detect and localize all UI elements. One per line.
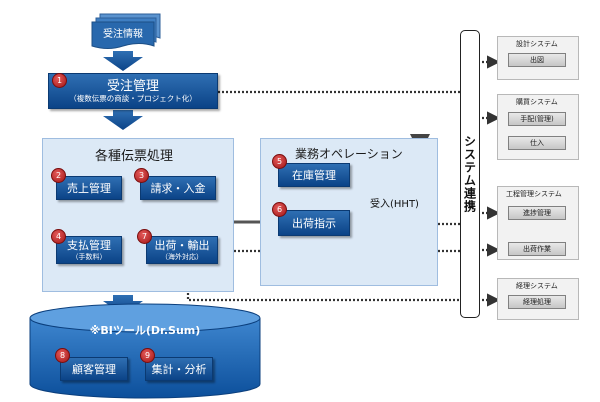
slip-processing-panel: 各種伝票処理 (42, 138, 234, 292)
bi-tool-title: ※BIツール(Dr.Sum) (89, 324, 201, 337)
badge-2: 2 (51, 168, 66, 183)
inventory-management-button[interactable]: 在庫管理 (278, 163, 350, 187)
aggregation-analysis-label: 集計・分析 (151, 363, 207, 376)
badge-5: 5 (272, 154, 287, 169)
design-system-box: 設計システム 出図 (497, 36, 579, 80)
down-arrow-1 (103, 51, 143, 71)
badge-1: 1 (52, 73, 67, 88)
sales-management-label: 売上管理 (67, 182, 111, 195)
order-management-title: 受注管理 (106, 79, 159, 94)
purchasing-system-title: 購買システム (516, 98, 558, 106)
badge-3: 3 (134, 168, 149, 183)
purchasing-system-btn-1[interactable]: 仕入 (508, 136, 566, 150)
hht-receiving-label: 受入(HHT) (370, 199, 419, 210)
process-mgmt-system-btn-0[interactable]: 進捗管理 (508, 206, 566, 220)
badge-8: 8 (55, 348, 70, 363)
system-link-label: システム連携 (462, 135, 477, 213)
shipping-instruction-button[interactable]: 出荷指示 (278, 210, 350, 236)
sales-management-button[interactable]: 売上管理 (56, 176, 122, 200)
business-ops-title: 業務オペレーション (295, 147, 403, 161)
design-system-title: 設計システム (516, 40, 558, 48)
accounting-system-title: 経理システム (516, 282, 558, 290)
aggregation-analysis-button[interactable]: 集計・分析 (145, 357, 213, 381)
payment-management-sub: （手数料） (71, 253, 107, 261)
order-info-document-shape (91, 13, 161, 49)
customer-management-button[interactable]: 顧客管理 (60, 357, 128, 381)
billing-payment-button[interactable]: 請求・入金 (140, 176, 216, 200)
system-link-bar: システム連携 (460, 30, 480, 318)
process-mgmt-system-btn-1[interactable]: 出荷作業 (508, 242, 566, 256)
process-mgmt-system-title: 工程管理システム (506, 190, 562, 198)
inventory-management-label: 在庫管理 (292, 169, 336, 182)
order-management-subtitle: （複数伝票の商談・プロジェクト化） (69, 94, 197, 103)
payment-management-button[interactable]: 支払管理 （手数料） (56, 236, 122, 264)
shipping-export-button[interactable]: 出荷・輸出 （海外対応） (146, 236, 218, 264)
badge-7: 7 (137, 229, 152, 244)
purchasing-system-btn-0[interactable]: 手配(管理) (508, 112, 566, 126)
billing-payment-label: 請求・入金 (150, 182, 206, 195)
order-info-label: 受注情報 (103, 28, 143, 40)
accounting-system-btn-0[interactable]: 経理処理 (508, 295, 566, 309)
process-mgmt-system-box: 工程管理システム 進捗管理 出荷作業 (497, 186, 579, 260)
customer-management-label: 顧客管理 (72, 363, 116, 376)
design-system-btn-0[interactable]: 出図 (508, 53, 566, 67)
down-arrow-2 (103, 110, 143, 130)
shipping-export-label: 出荷・輸出 (154, 239, 210, 252)
accounting-system-box: 経理システム 経理処理 (497, 278, 579, 320)
payment-management-label: 支払管理 (67, 239, 111, 252)
slip-processing-title: 各種伝票処理 (95, 149, 174, 164)
badge-6: 6 (272, 202, 287, 217)
badge-4: 4 (51, 229, 66, 244)
order-management-bar: 受注管理 （複数伝票の商談・プロジェクト化） (48, 73, 218, 109)
badge-9: 9 (140, 348, 155, 363)
purchasing-system-box: 購買システム 手配(管理) 仕入 (497, 94, 579, 160)
shipping-export-sub: （海外対応） (161, 253, 203, 261)
shipping-instruction-label: 出荷指示 (292, 217, 336, 230)
order-info-document: 受注情報 (92, 22, 154, 42)
